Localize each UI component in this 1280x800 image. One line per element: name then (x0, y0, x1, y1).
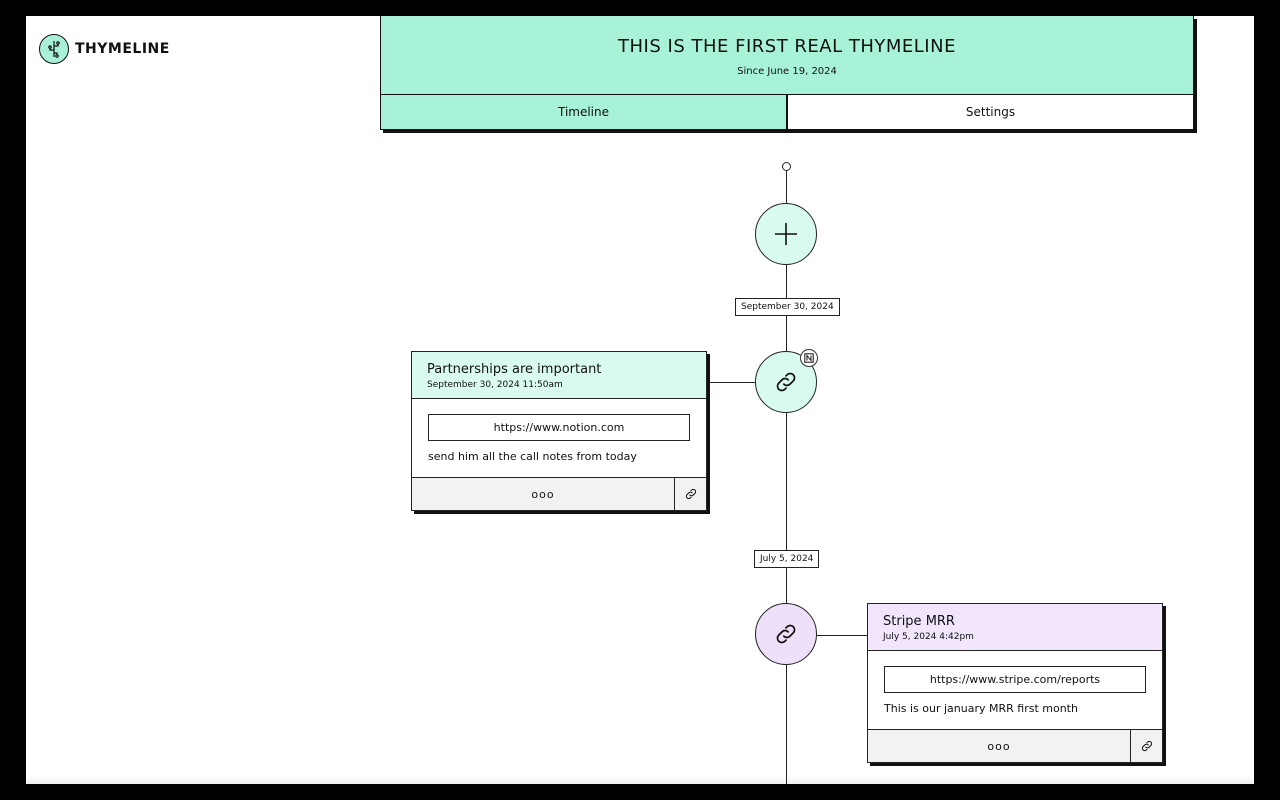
timeline-header: THIS IS THE FIRST REAL THYMELINE Since J… (380, 16, 1194, 130)
tab-timeline[interactable]: Timeline (380, 94, 787, 130)
entry-datetime: September 30, 2024 11:50am (427, 380, 563, 390)
plus-icon (775, 223, 797, 245)
scroll-shadow (26, 776, 1254, 784)
timeline-start-dot (782, 162, 791, 171)
entry-card-footer: ooo (868, 729, 1162, 762)
page-title: THIS IS THE FIRST REAL THYMELINE (618, 36, 956, 57)
date-marker: September 30, 2024 (735, 298, 840, 316)
thymeline-logo-icon (39, 34, 69, 64)
entry-url-link[interactable]: https://www.stripe.com/reports (884, 666, 1146, 693)
tab-settings[interactable]: Settings (787, 94, 1194, 130)
entry-card-body: https://www.notion.com send him all the … (412, 399, 706, 477)
entry-card-body: https://www.stripe.com/reports This is o… (868, 651, 1162, 729)
entry-note: This is our january MRR first month (884, 702, 1078, 715)
copy-link-button[interactable] (1130, 730, 1162, 762)
link-icon (685, 488, 696, 500)
link-icon (1141, 740, 1152, 752)
tab-bar: Timeline Settings (380, 94, 1194, 130)
link-icon (776, 372, 796, 392)
entry-url-link[interactable]: https://www.notion.com (428, 414, 690, 441)
date-marker: July 5, 2024 (754, 550, 820, 568)
entry-card-header: Stripe MRR July 5, 2024 4:42pm (868, 604, 1162, 651)
link-icon (776, 624, 796, 644)
more-options-button[interactable]: ooo (987, 739, 1011, 753)
entry-card-header: Partnerships are important September 30,… (412, 352, 706, 399)
entry-card: Partnerships are important September 30,… (411, 351, 707, 511)
brand-logo[interactable]: THYMELINE (39, 34, 170, 64)
entry-title: Stripe MRR (883, 614, 955, 629)
entry-datetime: July 5, 2024 4:42pm (883, 632, 974, 642)
entry-card: Stripe MRR July 5, 2024 4:42pm https://w… (867, 603, 1163, 763)
copy-link-button[interactable] (674, 478, 706, 510)
entry-node-link[interactable] (755, 603, 817, 665)
app-viewport: THYMELINE THIS IS THE FIRST REAL THYMELI… (26, 16, 1254, 784)
notion-icon (800, 349, 818, 367)
entry-connector (707, 382, 755, 383)
more-options-button[interactable]: ooo (531, 487, 555, 501)
add-entry-button[interactable] (755, 203, 817, 265)
entry-connector (817, 635, 867, 636)
entry-title: Partnerships are important (427, 362, 602, 377)
entry-note: send him all the call notes from today (428, 450, 637, 463)
brand-name: THYMELINE (75, 41, 170, 57)
page-subtitle: Since June 19, 2024 (737, 66, 837, 77)
entry-card-footer: ooo (412, 477, 706, 510)
timeline-spine (786, 171, 787, 784)
